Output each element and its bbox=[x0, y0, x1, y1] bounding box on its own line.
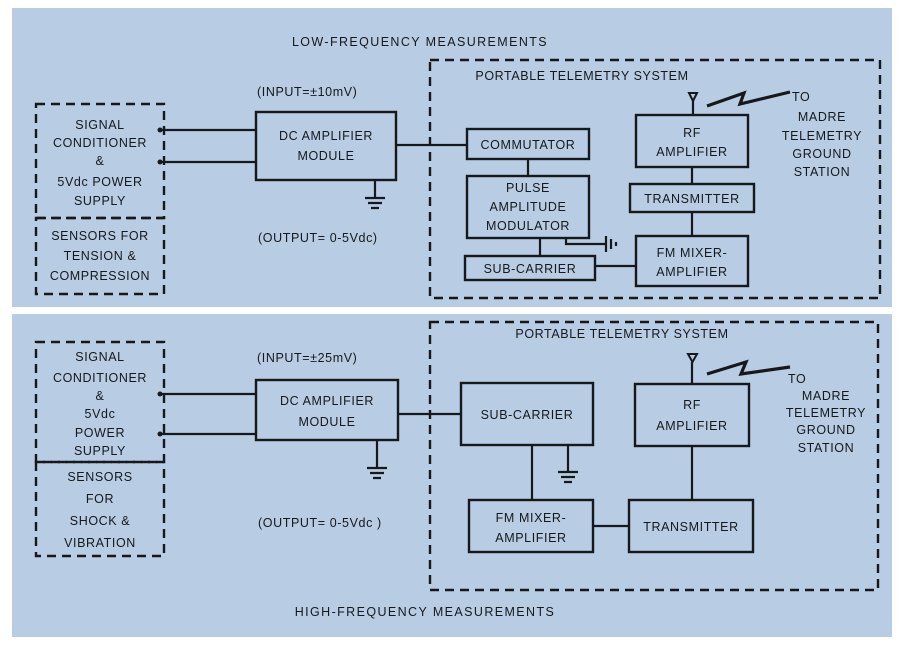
top-system-enclosure bbox=[428, 58, 882, 300]
top-fm-mixer-box bbox=[634, 234, 750, 288]
top-sensors-box bbox=[34, 216, 166, 296]
top-output-label: (OUTPUT= 0-5Vdc) bbox=[258, 231, 378, 245]
top-pam-box bbox=[465, 174, 591, 240]
top-conditioner-line-2: CONDITIONER bbox=[53, 136, 147, 150]
bottom-destination-line-3: TELEMETRY bbox=[786, 406, 866, 420]
bottom-transmitter-label: TRANSMITTER bbox=[643, 520, 739, 534]
top-antenna-icon bbox=[687, 92, 699, 115]
bottom-conditioner-line-2: CONDITIONER bbox=[53, 371, 147, 385]
top-fm-mixer-line-2: AMPLIFIER bbox=[656, 265, 727, 279]
bottom-destination-line-2: MADRE bbox=[802, 389, 850, 403]
top-transmitter-label: TRANSMITTER bbox=[644, 192, 740, 206]
top-wire-ground-lead bbox=[564, 238, 606, 246]
top-terminal-2 bbox=[157, 159, 163, 165]
top-dc-amplifier-box bbox=[254, 110, 398, 182]
top-conditioner-line-4: 5Vdc POWER bbox=[57, 175, 142, 189]
top-destination-line-4: GROUND bbox=[792, 147, 851, 161]
top-destination-line-2: MADRE bbox=[798, 110, 846, 124]
top-ground-icon bbox=[604, 236, 618, 252]
top-commutator-label: COMMUTATOR bbox=[481, 138, 576, 152]
top-transmission-icon bbox=[706, 90, 791, 108]
bottom-title: HIGH-FREQUENCY MEASUREMENTS bbox=[295, 605, 556, 619]
bottom-conditioner-line-4: 5Vdc bbox=[85, 407, 116, 421]
bottom-system-enclosure bbox=[428, 320, 880, 592]
top-dc-amplifier-line-1: DC AMPLIFIER bbox=[279, 129, 373, 143]
bottom-dc-amplifier-line-2: MODULE bbox=[298, 415, 355, 429]
top-title: LOW-FREQUENCY MEASUREMENTS bbox=[292, 35, 548, 49]
top-conditioner-line-5: SUPPLY bbox=[74, 194, 126, 208]
top-rf-amplifier-box bbox=[634, 113, 750, 169]
top-sensors-line-2: TENSION & bbox=[64, 249, 137, 263]
bottom-sensors-line-1: SENSORS bbox=[67, 470, 132, 484]
top-dc-amplifier-line-2: MODULE bbox=[297, 149, 354, 163]
bottom-conditioner-line-6: SUPPLY bbox=[74, 444, 126, 458]
bottom-dc-amplifier-line-1: DC AMPLIFIER bbox=[280, 394, 374, 408]
bottom-dc-amplifier-box bbox=[254, 378, 400, 442]
top-conditioner-line-1: SIGNAL bbox=[75, 118, 124, 132]
top-input-label: (INPUT=±10mV) bbox=[257, 85, 357, 99]
bottom-ground-icon bbox=[558, 445, 578, 484]
bottom-sensors-box bbox=[34, 460, 166, 558]
bottom-conditioner-box bbox=[34, 340, 166, 464]
top-pam-line-1: PULSE bbox=[506, 181, 550, 195]
bottom-subcarrier-label: SUB-CARRIER bbox=[481, 408, 574, 422]
bottom-subcarrier-box bbox=[459, 381, 595, 447]
top-terminal-1 bbox=[157, 127, 163, 133]
bottom-fm-mixer-line-1: FM MIXER- bbox=[496, 511, 567, 525]
bottom-destination-line-5: STATION bbox=[798, 441, 855, 455]
top-pam-line-2: AMPLITUDE bbox=[490, 200, 567, 214]
top-system-title: PORTABLE TELEMETRY SYSTEM bbox=[475, 69, 688, 83]
bottom-terminal-2 bbox=[157, 431, 163, 437]
top-subcarrier-box bbox=[463, 254, 597, 282]
top-subcarrier-label: SUB-CARRIER bbox=[484, 262, 577, 276]
top-sensors-line-1: SENSORS FOR bbox=[51, 229, 149, 243]
top-destination-line-5: STATION bbox=[794, 165, 851, 179]
top-sensors-line-3: COMPRESSION bbox=[50, 269, 150, 283]
bottom-conditioner-line-1: SIGNAL bbox=[75, 350, 124, 364]
bottom-amp-ground-icon bbox=[367, 440, 387, 480]
bottom-transmission-icon bbox=[706, 359, 791, 376]
bottom-sensors-line-2: FOR bbox=[86, 492, 114, 506]
top-pam-line-3: MODULATOR bbox=[486, 219, 570, 233]
top-rf-amplifier-line-1: RF bbox=[683, 126, 701, 140]
bottom-sensors-line-4: VIBRATION bbox=[64, 536, 136, 550]
bottom-input-label: (INPUT=±25mV) bbox=[257, 351, 357, 365]
top-destination-line-3: TELEMETRY bbox=[782, 129, 862, 143]
bottom-antenna-icon bbox=[686, 353, 699, 384]
top-conditioner-line-3: & bbox=[96, 154, 105, 168]
top-panel bbox=[12, 8, 892, 307]
bottom-rf-amplifier-line-2: AMPLIFIER bbox=[656, 419, 727, 433]
bottom-system-title: PORTABLE TELEMETRY SYSTEM bbox=[515, 327, 728, 341]
bottom-rf-amplifier-box bbox=[633, 382, 751, 448]
bottom-terminal-1 bbox=[157, 391, 163, 397]
bottom-rf-amplifier-line-1: RF bbox=[683, 398, 701, 412]
bottom-destination-line-1: TO bbox=[788, 372, 806, 386]
bottom-sensors-line-3: SHOCK & bbox=[70, 514, 131, 528]
bottom-panel bbox=[12, 314, 892, 637]
bottom-fm-mixer-line-2: AMPLIFIER bbox=[495, 531, 566, 545]
bottom-output-label: (OUTPUT= 0-5Vdc ) bbox=[258, 516, 382, 530]
bottom-conditioner-line-5: POWER bbox=[75, 426, 125, 440]
top-amp-ground-icon bbox=[365, 180, 385, 210]
top-rf-amplifier-line-2: AMPLIFIER bbox=[656, 145, 727, 159]
top-fm-mixer-line-1: FM MIXER- bbox=[657, 246, 728, 260]
bottom-destination-line-4: GROUND bbox=[796, 423, 855, 437]
bottom-conditioner-line-3: & bbox=[96, 389, 105, 403]
top-destination-line-1: TO bbox=[792, 90, 810, 104]
